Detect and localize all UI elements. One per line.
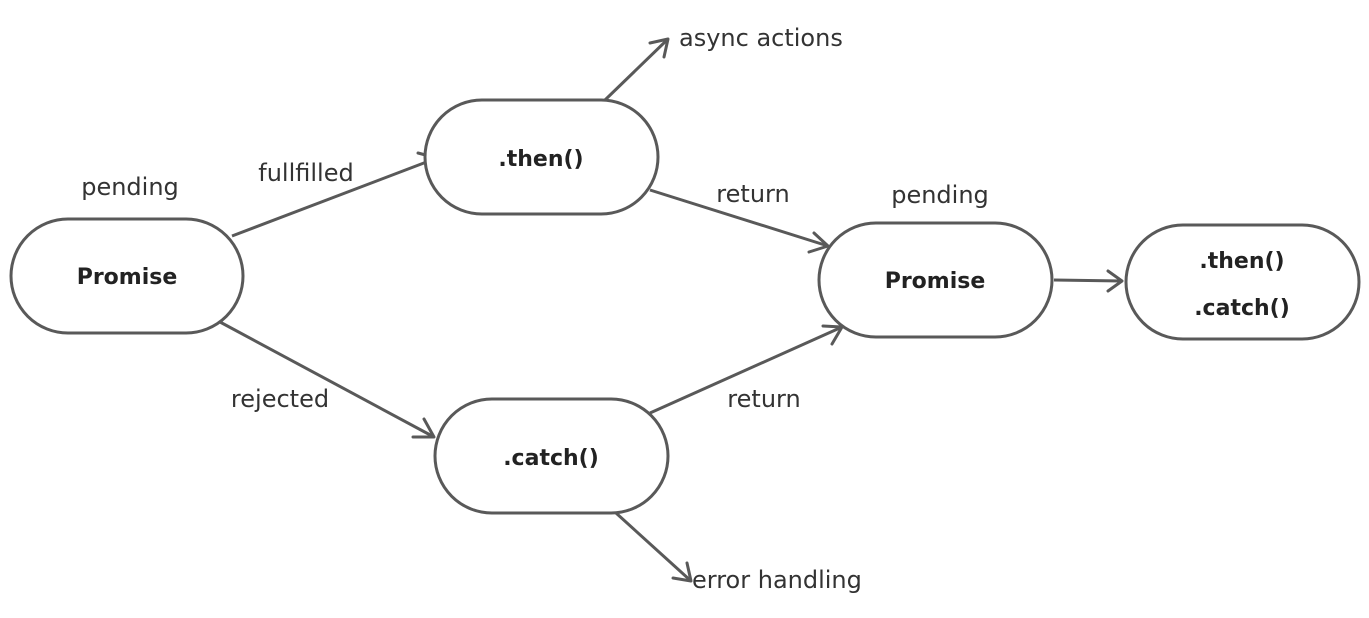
promise-end-label: Promise (885, 269, 986, 294)
error-handling-label: error handling (692, 566, 862, 594)
then-return-label: return (716, 180, 789, 208)
promise-start-node: Promise (9, 217, 245, 335)
edge-then-return (649, 188, 830, 254)
chain-then-label: .then() (1199, 249, 1284, 274)
edge-to-chain (1053, 269, 1124, 293)
edge-error-handling (614, 511, 693, 583)
catch-node: .catch() (433, 397, 670, 515)
edge-rejected (219, 320, 436, 439)
pending-label-end: pending (891, 181, 989, 209)
edge-async-actions (603, 37, 670, 102)
chain-node: .then() .catch() (1124, 223, 1361, 341)
fulfilled-label: fullfilled (258, 159, 353, 187)
chain-catch-label: .catch() (1194, 296, 1290, 321)
promise-start-label: Promise (77, 265, 178, 290)
then-node: .then() (423, 98, 660, 216)
catch-return-label: return (727, 385, 800, 413)
pending-label-start: pending (81, 173, 179, 201)
promise-end-node: Promise (817, 221, 1054, 339)
then-label: .then() (498, 147, 583, 172)
catch-label: .catch() (503, 446, 599, 471)
async-actions-label: async actions (679, 24, 843, 52)
rejected-label: rejected (231, 385, 329, 413)
